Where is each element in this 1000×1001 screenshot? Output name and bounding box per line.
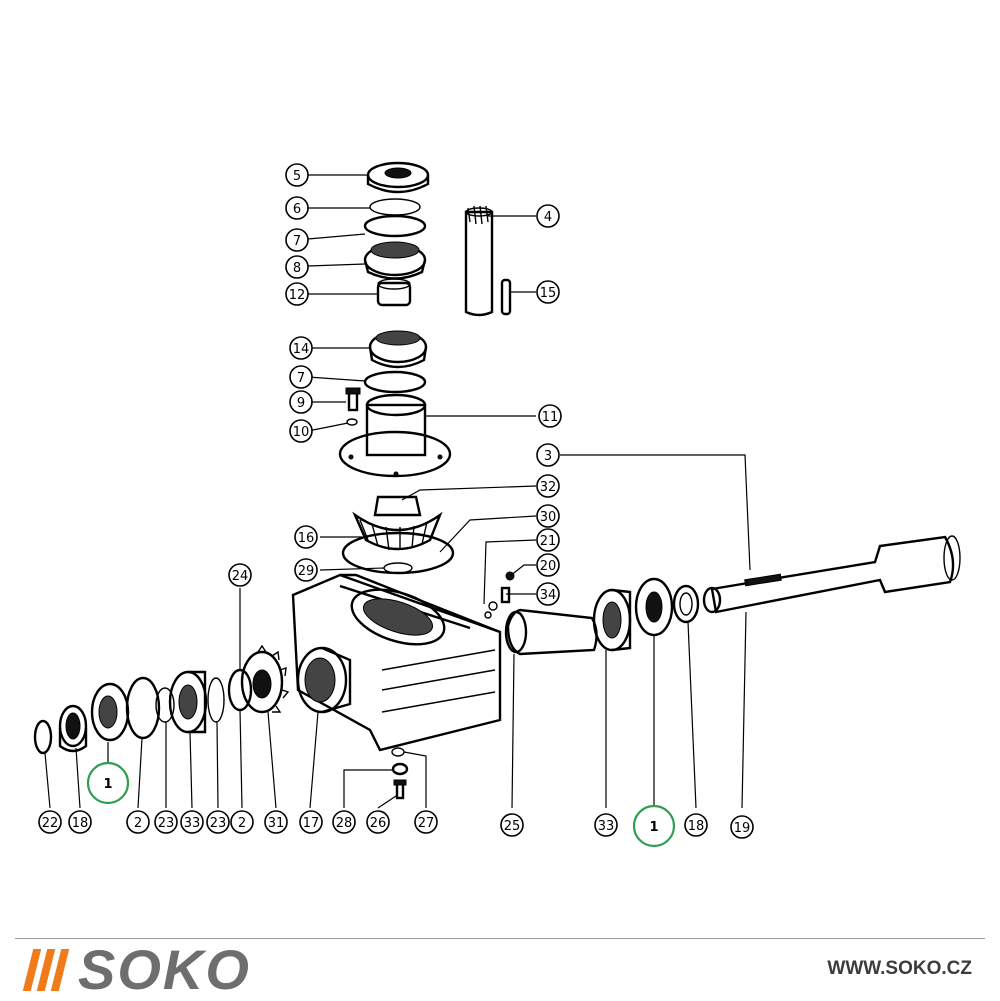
callout-3: 3 xyxy=(536,443,560,467)
callout-14: 14 xyxy=(289,336,313,360)
callout-28: 28 xyxy=(332,810,356,834)
callout-2: 2 xyxy=(230,810,254,834)
svg-text:12: 12 xyxy=(289,288,306,303)
callout-4: 4 xyxy=(536,204,560,228)
svg-text:4: 4 xyxy=(544,210,552,225)
svg-text:9: 9 xyxy=(297,396,305,411)
callout-26: 26 xyxy=(366,810,390,834)
svg-text:19: 19 xyxy=(734,821,751,836)
svg-text:28: 28 xyxy=(336,816,353,831)
leader-lines xyxy=(44,174,751,810)
soko-logo: SOKO xyxy=(22,938,251,1001)
svg-text:16: 16 xyxy=(298,531,315,546)
svg-text:26: 26 xyxy=(370,816,387,831)
exploded-parts-diagram: 5678124151479101133230162129203424221822… xyxy=(33,161,961,848)
callout-25: 25 xyxy=(500,813,524,837)
callout-16: 16 xyxy=(294,525,318,549)
callout-30: 30 xyxy=(536,504,560,528)
svg-text:20: 20 xyxy=(540,559,557,574)
svg-text:18: 18 xyxy=(72,816,89,831)
svg-text:17: 17 xyxy=(303,816,320,831)
svg-text:23: 23 xyxy=(158,816,175,831)
svg-text:22: 22 xyxy=(42,816,59,831)
svg-text:33: 33 xyxy=(598,819,615,834)
logo-stripes-icon xyxy=(22,949,70,991)
parts-drawing xyxy=(33,161,961,800)
callout-20: 20 xyxy=(536,553,560,577)
callout-33: 33 xyxy=(180,810,204,834)
callout-15: 15 xyxy=(536,280,560,304)
callout-12: 12 xyxy=(285,282,309,306)
callout-7: 7 xyxy=(285,228,309,252)
callout-23: 23 xyxy=(206,810,230,834)
callout-19: 19 xyxy=(730,815,754,839)
svg-text:31: 31 xyxy=(268,816,285,831)
svg-text:23: 23 xyxy=(210,816,227,831)
svg-text:34: 34 xyxy=(540,588,557,603)
footer: SOKO WWW.SOKO.CZ xyxy=(0,930,1000,1000)
svg-text:18: 18 xyxy=(688,819,705,834)
svg-text:15: 15 xyxy=(540,286,557,301)
svg-text:8: 8 xyxy=(293,261,301,276)
svg-text:1: 1 xyxy=(649,820,658,835)
callout-24: 24 xyxy=(228,563,252,587)
highlighted-callout-1: 1 xyxy=(86,761,130,805)
svg-text:32: 32 xyxy=(540,480,557,495)
callout-10: 10 xyxy=(289,419,313,443)
callout-34: 34 xyxy=(536,582,560,606)
callout-7: 7 xyxy=(289,365,313,389)
svg-text:30: 30 xyxy=(540,510,557,525)
callout-23: 23 xyxy=(154,810,178,834)
svg-text:27: 27 xyxy=(418,816,435,831)
svg-text:5: 5 xyxy=(293,169,301,184)
callout-2: 2 xyxy=(126,810,150,834)
callout-27: 27 xyxy=(414,810,438,834)
callout-8: 8 xyxy=(285,255,309,279)
svg-text:24: 24 xyxy=(232,569,249,584)
website-link[interactable]: WWW.SOKO.CZ xyxy=(827,958,972,979)
callout-5: 5 xyxy=(285,163,309,187)
svg-text:7: 7 xyxy=(293,234,301,249)
svg-text:1: 1 xyxy=(103,777,112,792)
callout-22: 22 xyxy=(38,810,62,834)
svg-text:25: 25 xyxy=(504,819,521,834)
svg-text:21: 21 xyxy=(540,534,557,549)
callout-6: 6 xyxy=(285,196,309,220)
footer-divider xyxy=(15,938,985,939)
svg-text:2: 2 xyxy=(238,816,246,831)
callout-17: 17 xyxy=(299,810,323,834)
brand-name: SOKO xyxy=(78,938,251,1001)
svg-text:3: 3 xyxy=(544,449,552,464)
svg-text:10: 10 xyxy=(293,425,310,440)
callout-18: 18 xyxy=(684,813,708,837)
callout-21: 21 xyxy=(536,528,560,552)
svg-text:6: 6 xyxy=(293,202,301,217)
callout-31: 31 xyxy=(264,810,288,834)
svg-text:14: 14 xyxy=(293,342,310,357)
callout-9: 9 xyxy=(289,390,313,414)
svg-text:29: 29 xyxy=(298,564,315,579)
svg-text:33: 33 xyxy=(184,816,201,831)
svg-text:7: 7 xyxy=(297,371,305,386)
callout-29: 29 xyxy=(294,558,318,582)
callout-32: 32 xyxy=(536,474,560,498)
callout-11: 11 xyxy=(538,404,562,428)
svg-text:2: 2 xyxy=(134,816,142,831)
svg-text:11: 11 xyxy=(542,410,559,425)
highlighted-callout-1: 1 xyxy=(632,804,676,848)
callout-18: 18 xyxy=(68,810,92,834)
callout-33: 33 xyxy=(594,813,618,837)
